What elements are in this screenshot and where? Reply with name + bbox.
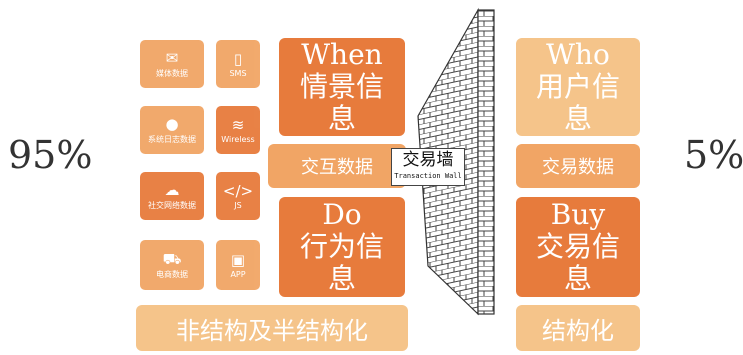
unstructured-block: 非结构及半结构化 (136, 305, 408, 351)
tile-social: ☁ 社交网络数据 (140, 172, 204, 220)
tomato-icon: ● (165, 114, 179, 133)
chat-icon: ✉ (165, 48, 179, 67)
code-icon: </> (222, 181, 254, 200)
image-icon: ▣ (230, 250, 246, 269)
transaction-data-label: 交易数据 (542, 157, 614, 178)
tile-label: Wireless (221, 134, 255, 144)
who-title: Who (546, 38, 610, 71)
tile-label: 社交网络数据 (148, 200, 196, 210)
who-text: 用户信息 (535, 70, 620, 135)
do-text: 行为信息 (299, 230, 384, 295)
wall-title: 交易墙 (402, 150, 454, 170)
tile-label: 系统日志数据 (148, 134, 196, 144)
structured-block: 结构化 (516, 305, 640, 351)
buy-block: Buy 交易信息 (516, 197, 640, 297)
tile-js: </> JS (216, 172, 260, 220)
do-block: Do 行为信息 (279, 197, 405, 297)
tile-label: 电商数据 (156, 269, 188, 279)
transaction-data-block: 交易数据 (516, 144, 640, 188)
interaction-data-block: 交互数据 (268, 144, 406, 188)
tile-app: ▣ APP (216, 240, 260, 290)
unstructured-label: 非结构及半结构化 (176, 316, 368, 345)
tile-sms: ▯ SMS (216, 40, 260, 88)
when-block: When 情景信息 (279, 38, 405, 136)
phone-icon: ▯ (233, 49, 243, 68)
wechat-icon: ☁ (164, 180, 180, 199)
tile-wireless: ≋ Wireless (216, 106, 260, 154)
left-percent: 95% (8, 133, 93, 177)
when-text: 情景信息 (299, 70, 384, 135)
structured-label: 结构化 (542, 316, 614, 345)
tile-label: JS (234, 200, 242, 210)
tile-media: ✉ 媒体数据 (140, 40, 204, 88)
tile-label: SMS (229, 68, 247, 78)
wall-sign: 交易墙 Transaction Wall (391, 148, 465, 186)
when-title: When (301, 38, 383, 71)
right-percent: 5% (684, 133, 743, 177)
buy-text: 交易信息 (535, 230, 620, 295)
do-title: Do (322, 198, 362, 231)
cart-icon: ⛟ (162, 249, 182, 268)
interaction-data-label: 交互数据 (301, 157, 373, 178)
wall-subtitle: Transaction Wall (394, 172, 462, 180)
wifi-icon: ≋ (231, 115, 245, 134)
tile-ecommerce: ⛟ 电商数据 (140, 240, 204, 290)
who-block: Who 用户信息 (516, 38, 640, 136)
tile-label: APP (230, 269, 246, 279)
tile-syslog: ● 系统日志数据 (140, 106, 204, 154)
tile-label: 媒体数据 (156, 68, 188, 78)
buy-title: Buy (550, 198, 606, 231)
wall-front-face (477, 9, 495, 315)
